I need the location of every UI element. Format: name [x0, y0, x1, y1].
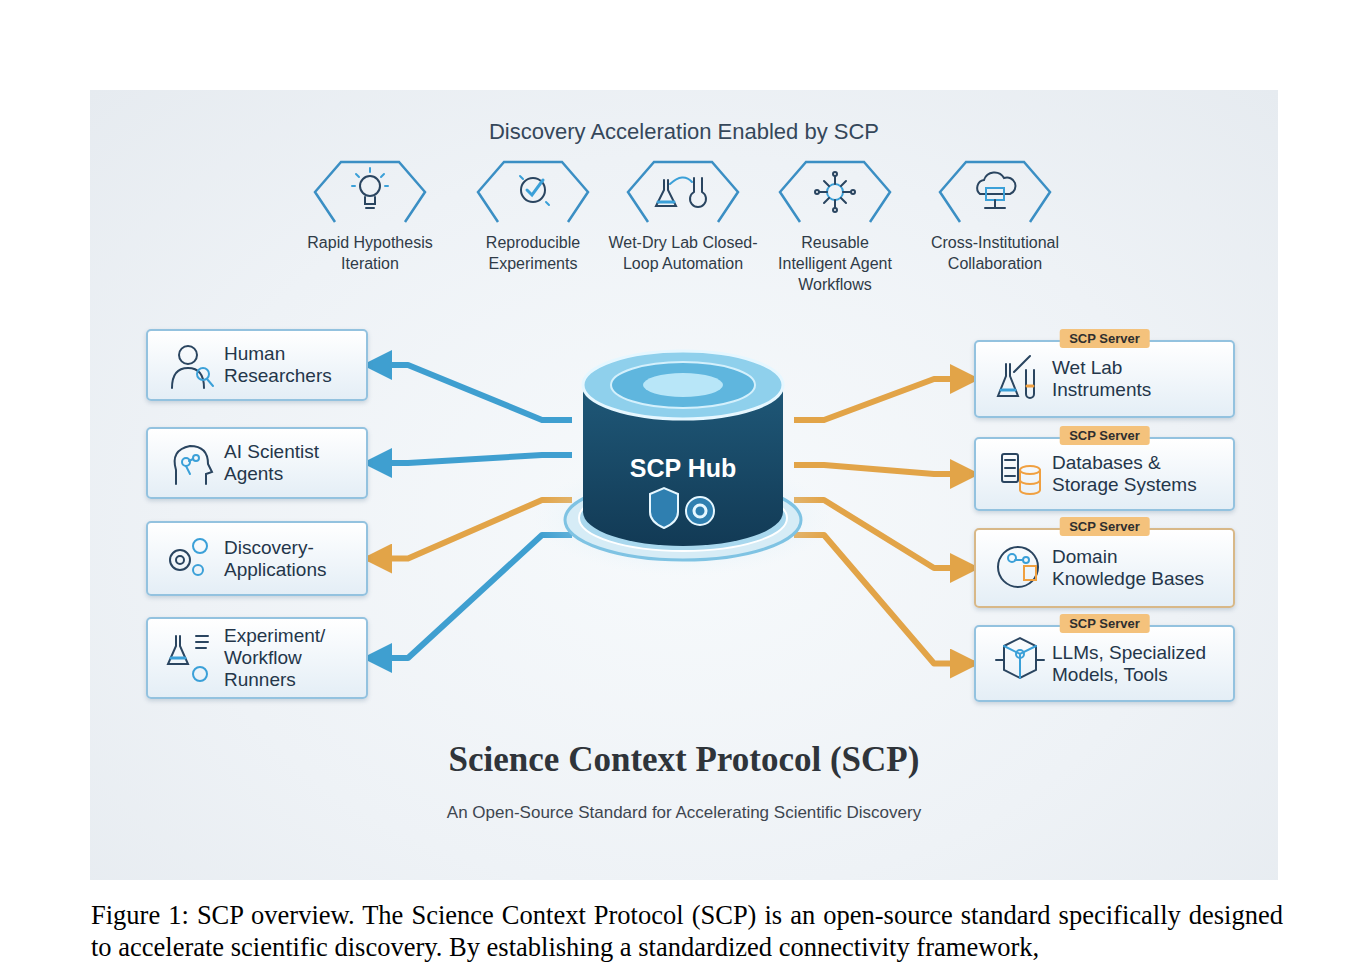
hexagon-outline — [313, 160, 427, 224]
hub-label: SCP Hub — [572, 454, 794, 483]
flask-icon — [656, 177, 706, 206]
benefit-hexagon: Wet-Dry Lab Closed-Loop Automation — [626, 160, 740, 224]
server-tag: SCP Server — [1059, 329, 1150, 348]
server-box: SCP ServerWet Lab Instruments — [974, 340, 1235, 418]
hub-connector — [794, 465, 974, 474]
hexagon-path — [315, 162, 425, 222]
wet-lab-icon — [998, 356, 1034, 398]
benefit-hexagon: Cross-Institutional Collaboration — [938, 160, 1052, 224]
server-tag: SCP Server — [1059, 517, 1150, 536]
ai-head-icon — [175, 446, 212, 484]
client-box: Experiment/ Workflow Runners — [146, 617, 368, 699]
box-label: Human Researchers — [224, 343, 364, 387]
benefit-hexagon: Reusable Intelligent Agent Workflows — [778, 160, 892, 224]
server-box: SCP ServerDatabases & Storage Systems — [974, 437, 1235, 511]
hub-top — [583, 351, 783, 419]
client-box: Discovery-Applications — [146, 521, 368, 596]
hub-node: SCP Hub — [572, 340, 794, 560]
box-label: Domain Knowledge Bases — [1052, 546, 1212, 590]
subtitle: An Open-Source Standard for Accelerating… — [90, 803, 1278, 823]
box-label: Databases & Storage Systems — [1052, 452, 1212, 496]
hub-top-core — [643, 373, 723, 397]
hub-connector — [368, 365, 572, 420]
diagram-title: Science Context Protocol (SCP) — [90, 740, 1278, 780]
hexagon-outline — [938, 160, 1052, 224]
cloud-icon — [977, 172, 1015, 208]
benefit-label: Cross-Institutional Collaboration — [908, 232, 1082, 274]
box-label: AI Scientist Agents — [224, 441, 364, 485]
figure-caption: Figure 1: SCP overview. The Science Cont… — [91, 899, 1283, 963]
hexagon-path — [780, 162, 890, 222]
hexagon-path — [940, 162, 1050, 222]
benefit-label: Reusable Intelligent Agent Workflows — [765, 232, 905, 295]
client-box: AI Scientist Agents — [146, 427, 368, 499]
benefit-label: Reproducible Experiments — [446, 232, 620, 274]
benefit-hexagon: Reproducible Experiments — [476, 160, 590, 224]
database-icon — [1002, 454, 1040, 494]
benefit-label: Rapid Hypothesis Iteration — [283, 232, 457, 274]
hub-connector — [368, 535, 572, 658]
hexagon-outline — [476, 160, 590, 224]
server-box: SCP ServerLLMs, Specialized Models, Tool… — [974, 625, 1235, 702]
hub-connector — [368, 455, 572, 463]
box-label: LLMs, Specialized Models, Tools — [1052, 642, 1212, 686]
box-label: Wet Lab Instruments — [1052, 357, 1212, 401]
client-box: Human Researchers — [146, 329, 368, 401]
hub-illustration — [572, 340, 794, 560]
box-label: Discovery-Applications — [224, 537, 364, 581]
hub-top-inner — [611, 362, 755, 408]
hexagon-path — [628, 162, 738, 222]
benefit-hexagon: Rapid Hypothesis Iteration — [313, 160, 427, 224]
benefit-label: Wet-Dry Lab Closed-Loop Automation — [596, 232, 770, 274]
gear-hole — [694, 505, 706, 517]
hexagon-path — [478, 162, 588, 222]
hub-connector — [794, 379, 974, 420]
hexagon-outline — [626, 160, 740, 224]
server-tag: SCP Server — [1059, 426, 1150, 445]
check-icon — [520, 176, 549, 205]
knowledge-icon — [998, 547, 1038, 587]
server-box: SCP ServerDomain Knowledge Bases — [974, 528, 1235, 608]
researcher-icon — [172, 346, 213, 388]
model-icon — [996, 638, 1044, 678]
network-icon — [815, 172, 855, 212]
box-label: Experiment/ Workflow Runners — [224, 625, 364, 691]
hub-connector — [794, 535, 974, 664]
gear-icon — [686, 497, 714, 525]
bulb-icon — [352, 168, 388, 208]
server-tag: SCP Server — [1059, 614, 1150, 633]
section-heading: Discovery Acceleration Enabled by SCP — [90, 119, 1278, 145]
runner-icon — [168, 636, 208, 681]
hexagon-outline — [778, 160, 892, 224]
gears-icon — [170, 539, 207, 575]
shield-icon — [650, 488, 678, 528]
